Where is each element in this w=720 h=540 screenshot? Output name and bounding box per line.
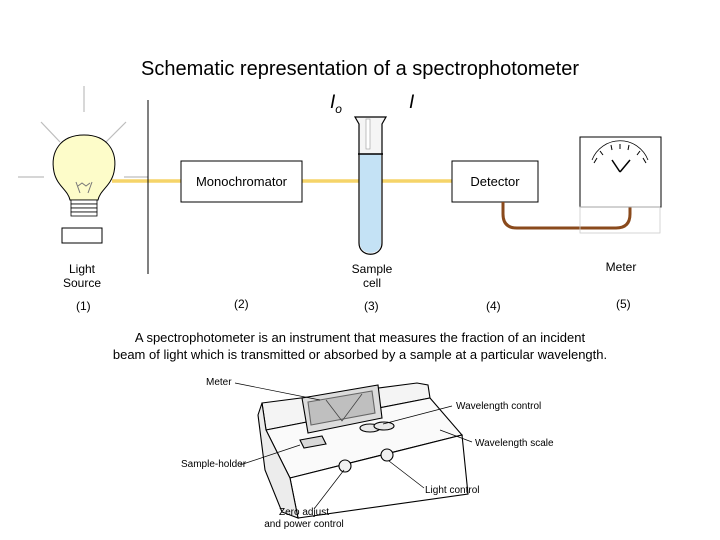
light-source-label: Light Source (57, 262, 107, 290)
incident-intensity-label: Io (330, 92, 342, 116)
callout-leaders (234, 382, 473, 510)
caption: A spectrophotometer is an instrument tha… (0, 329, 720, 363)
meter-label: Meter (605, 260, 637, 274)
callout-light-control: Light control (425, 485, 480, 496)
light-bulb (52, 134, 116, 244)
light-rays (18, 86, 148, 178)
callout-zero-adjust: Zero adjust and power control (258, 507, 350, 531)
component-number-2: (2) (234, 297, 249, 311)
sample-cuvette (353, 116, 388, 255)
callout-wavelength-control: Wavelength control (456, 401, 542, 412)
component-number-4: (4) (486, 299, 501, 313)
component-number-3: (3) (364, 299, 379, 313)
light-source-label-line2: Source (62, 276, 102, 290)
callout-wavelength-scale: Wavelength scale (475, 438, 554, 449)
monochromator-label: Monochromator (195, 174, 288, 189)
caption-line-2: beam of light which is transmitted or ab… (112, 347, 608, 362)
monochromator-box (180, 160, 303, 203)
callout-zero-adjust-line1: Zero adjust (278, 507, 330, 518)
transmitted-intensity-label: I (409, 92, 415, 113)
callout-meter: Meter (206, 377, 232, 388)
diagram-title: Schematic representation of a spectropho… (140, 58, 580, 80)
detector-wire (501, 200, 632, 230)
component-number-5: (5) (616, 297, 631, 311)
component-number-1: (1) (76, 299, 91, 313)
incident-intensity-symbol: I (330, 92, 336, 113)
detector-label: Detector (470, 174, 520, 189)
sample-cell-label-line2: cell (362, 276, 381, 290)
light-source-label-line1: Light (68, 262, 96, 276)
sample-cell-label: Sample cell (342, 262, 402, 290)
sample-cell-label-line1: Sample (351, 262, 393, 276)
incident-intensity-subscript: o (335, 101, 342, 116)
callout-zero-adjust-line2: and power control (264, 519, 344, 530)
detector-box (451, 160, 539, 203)
caption-line-1: A spectrophotometer is an instrument tha… (134, 330, 586, 345)
callout-sample-holder: Sample-holder (181, 459, 247, 470)
instrument-drawing (257, 382, 469, 519)
meter-device (579, 136, 662, 234)
